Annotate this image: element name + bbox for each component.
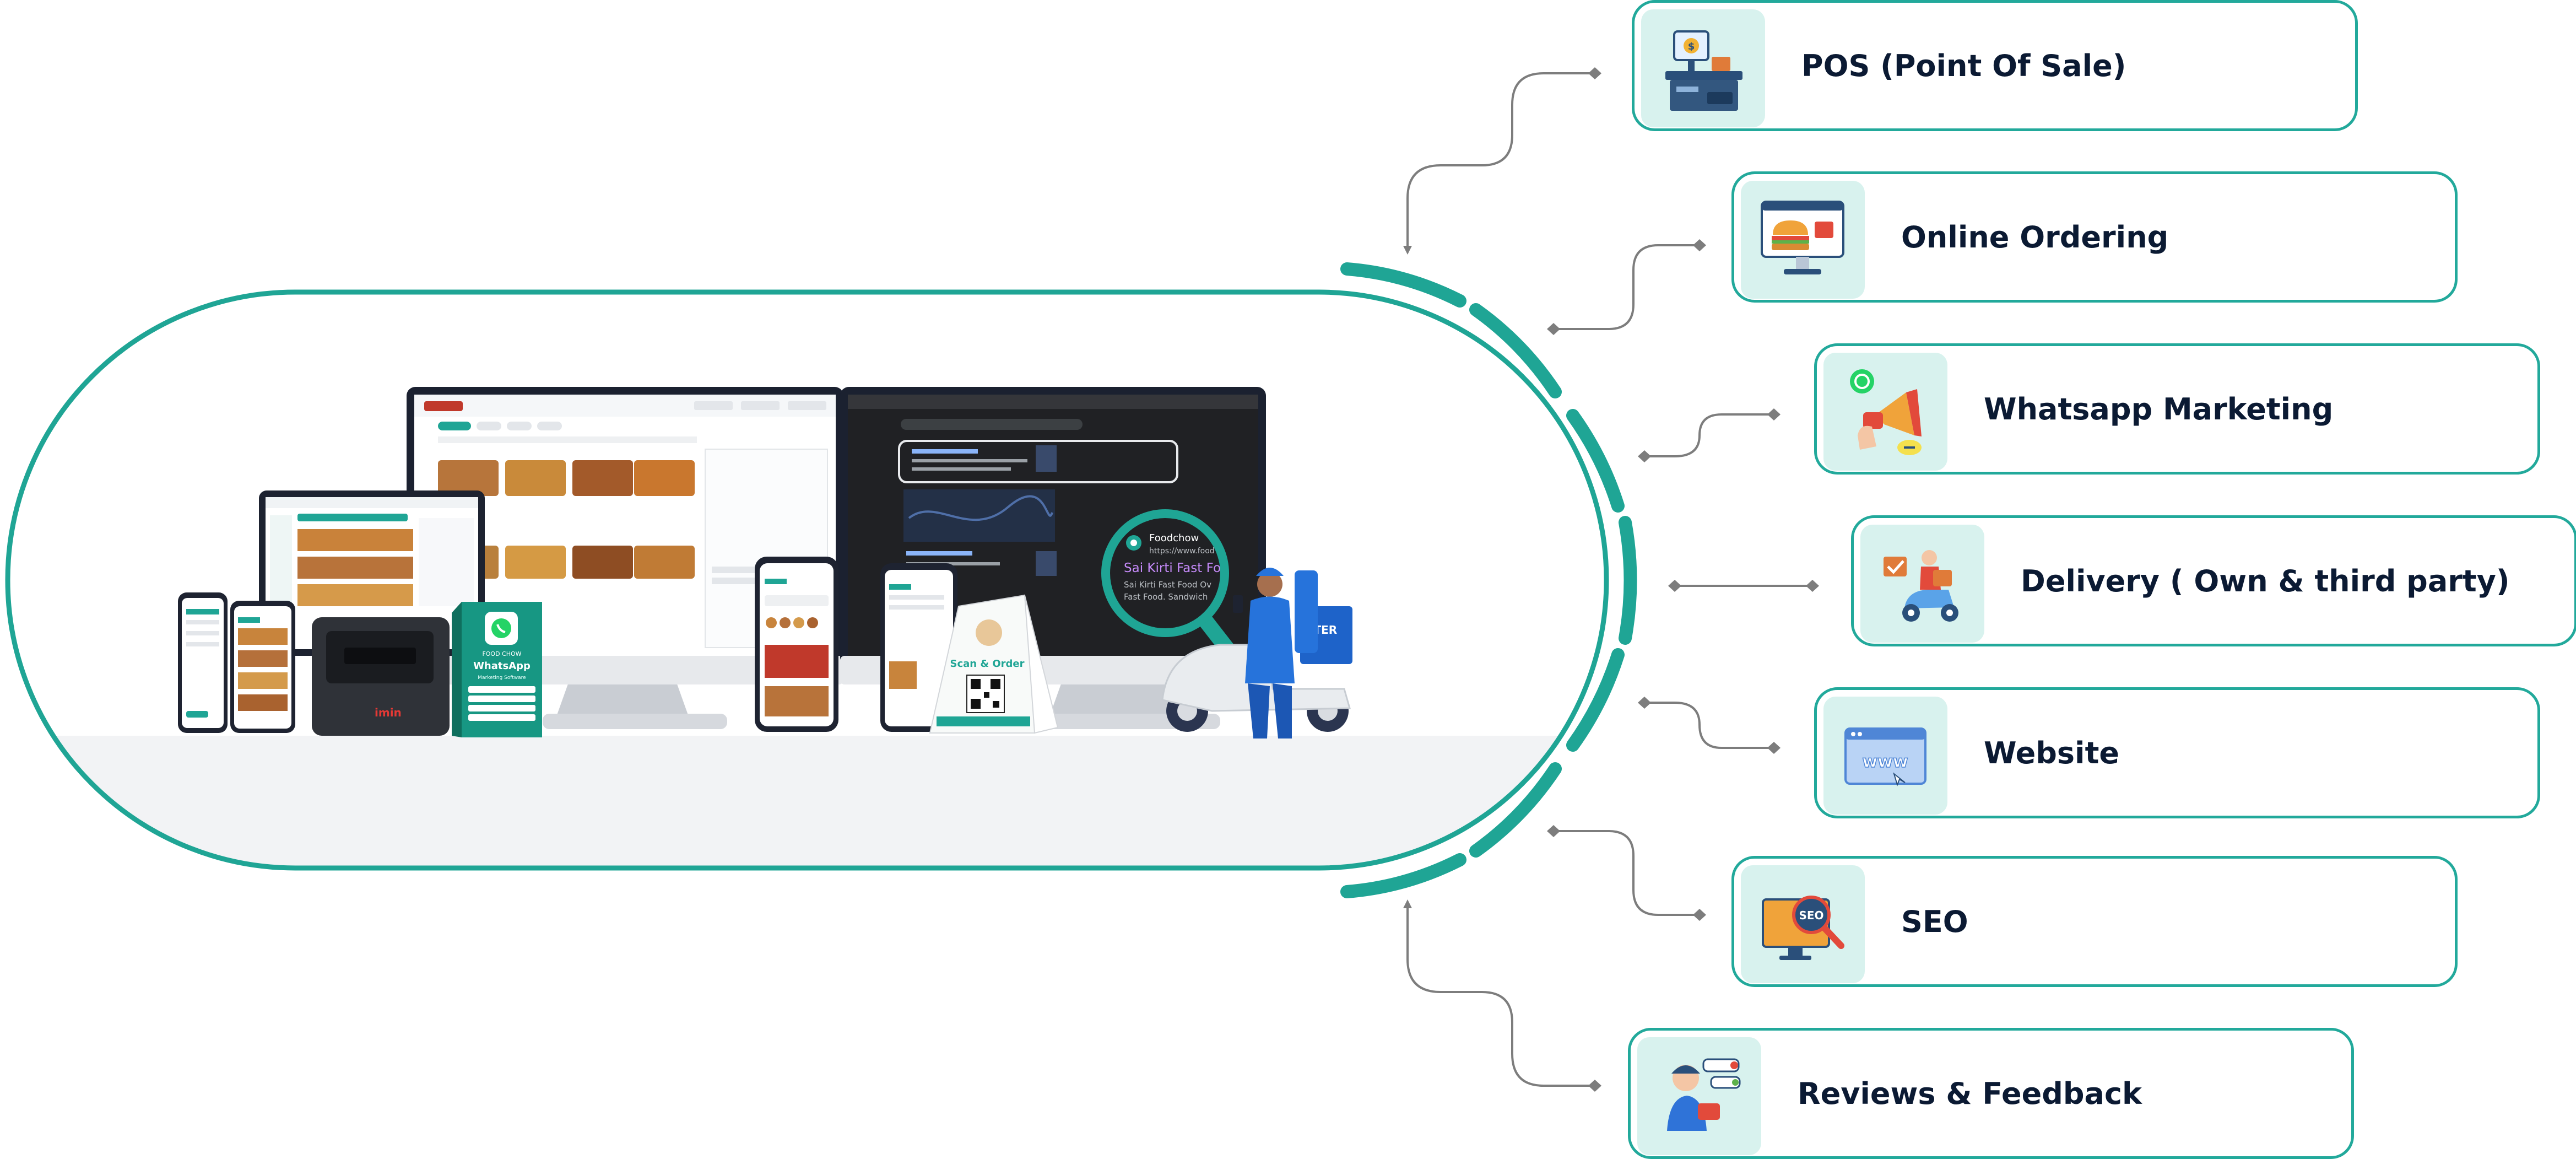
online-order-icon bbox=[1741, 181, 1865, 299]
feature-card-seo[interactable]: SEO SEO bbox=[1731, 856, 2458, 987]
dashed-arc bbox=[1340, 262, 1637, 898]
connectors bbox=[1406, 72, 1812, 1087]
pos-terminal: imin bbox=[312, 617, 450, 736]
feature-card-pos[interactable]: $ POS (Point Of Sale) bbox=[1632, 0, 2358, 131]
whatsapp-software-box: FOOD CHOW WhatsApp Marketing Software bbox=[452, 602, 542, 737]
feature-card-whatsapp-marketing[interactable]: Whatsapp Marketing bbox=[1814, 343, 2540, 475]
svg-text:$: $ bbox=[1688, 41, 1695, 52]
box-brand: FOOD CHOW bbox=[482, 650, 521, 657]
feature-card-delivery[interactable]: Delivery ( Own & third party) bbox=[1851, 515, 2576, 646]
badge-snippet-2: Fast Food. Sandwich bbox=[1124, 592, 1208, 602]
scan-order-stand: Scan & Order bbox=[929, 594, 1059, 734]
feature-card-online-ordering[interactable]: Online Ordering bbox=[1731, 171, 2458, 303]
badge-url: https://www.food bbox=[1149, 547, 1215, 556]
feature-label-website: Website bbox=[1984, 735, 2120, 770]
box-subtitle: Marketing Software bbox=[478, 675, 526, 681]
box-title: WhatsApp bbox=[473, 660, 531, 672]
www-browser-icon: www bbox=[1823, 697, 1947, 815]
hero-illustration: imin FOOD CHOW WhatsApp Marketing Softwa… bbox=[178, 387, 1352, 738]
connector-ends bbox=[1403, 67, 1819, 1092]
reviews-feedback-icon bbox=[1637, 1037, 1761, 1155]
capsule-floor bbox=[8, 736, 1606, 868]
pos-terminal-icon: $ bbox=[1641, 9, 1765, 127]
badge-snippet-1: Sai Kirti Fast Food Ov bbox=[1124, 580, 1211, 590]
feature-label-online-ordering: Online Ordering bbox=[1901, 219, 2169, 255]
delivery-scooter-icon bbox=[1860, 525, 1984, 643]
pos-tablet bbox=[259, 490, 485, 656]
phones-left bbox=[178, 592, 295, 733]
right-phone bbox=[880, 563, 957, 732]
feature-label-seo: SEO bbox=[1901, 904, 1968, 939]
feature-label-reviews: Reviews & Feedback bbox=[1798, 1076, 2142, 1111]
feature-label-whatsapp-marketing: Whatsapp Marketing bbox=[1984, 391, 2334, 427]
feature-card-website[interactable]: www Website bbox=[1814, 687, 2540, 818]
feature-card-reviews[interactable]: Reviews & Feedback bbox=[1628, 1028, 2354, 1159]
center-phone bbox=[755, 557, 838, 732]
seo-magnifier-icon: SEO bbox=[1741, 865, 1865, 983]
badge-title: Sai Kirti Fast Fo bbox=[1124, 561, 1221, 575]
delivery-rider: RTER bbox=[1161, 568, 1352, 738]
feature-label-delivery: Delivery ( Own & third party) bbox=[2021, 563, 2510, 599]
whatsapp-megaphone-icon bbox=[1823, 353, 1947, 471]
scan-card-title: Scan & Order bbox=[950, 658, 1025, 670]
terminal-brand: imin bbox=[375, 706, 402, 719]
svg-text:www: www bbox=[1862, 752, 1908, 772]
search-magnifier: Foodchow https://www.food Sai Kirti Fast… bbox=[1101, 509, 1236, 658]
badge-site-name: Foodchow bbox=[1149, 532, 1199, 544]
svg-text:SEO: SEO bbox=[1799, 909, 1823, 922]
feature-label-pos: POS (Point Of Sale) bbox=[1801, 48, 2126, 83]
